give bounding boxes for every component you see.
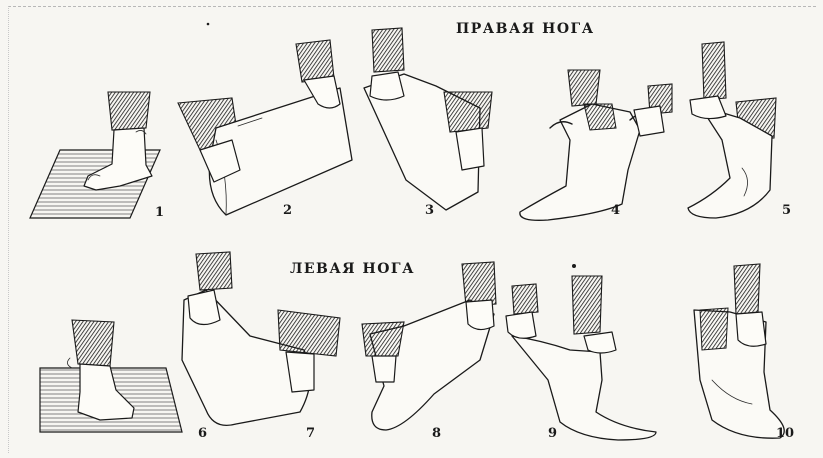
figure-3-wrapping [364, 28, 492, 210]
figure-7-wrapping [182, 252, 340, 425]
figure-5-wrapping [688, 42, 776, 218]
figure-number-3: 3 [425, 203, 434, 218]
figure-2-wrapping [178, 40, 352, 215]
figure-number-2: 2 [283, 203, 292, 218]
figure-number-8: 8 [432, 426, 441, 441]
figure-number-9: 9 [548, 426, 557, 441]
figure-1-foot-on-cloth [30, 92, 160, 218]
figure-number-4: 4 [611, 203, 620, 218]
figure-number-6: 6 [198, 426, 207, 441]
figure-number-5: 5 [782, 203, 791, 218]
figure-number-10: 10 [776, 426, 794, 441]
right-leg-caption: ПРАВАЯ НОГА [456, 21, 595, 37]
figure-number-1: 1 [155, 205, 164, 220]
figure-9-wrapping [506, 276, 656, 440]
figure-6-foot-on-cloth [40, 320, 182, 432]
figure-10-wrapping [694, 264, 784, 438]
left-leg-caption: ЛЕВАЯ НОГА [290, 261, 415, 277]
figure-8-wrapping [362, 262, 496, 430]
figure-number-7: 7 [306, 426, 315, 441]
figure-4-wrapping [520, 70, 672, 220]
